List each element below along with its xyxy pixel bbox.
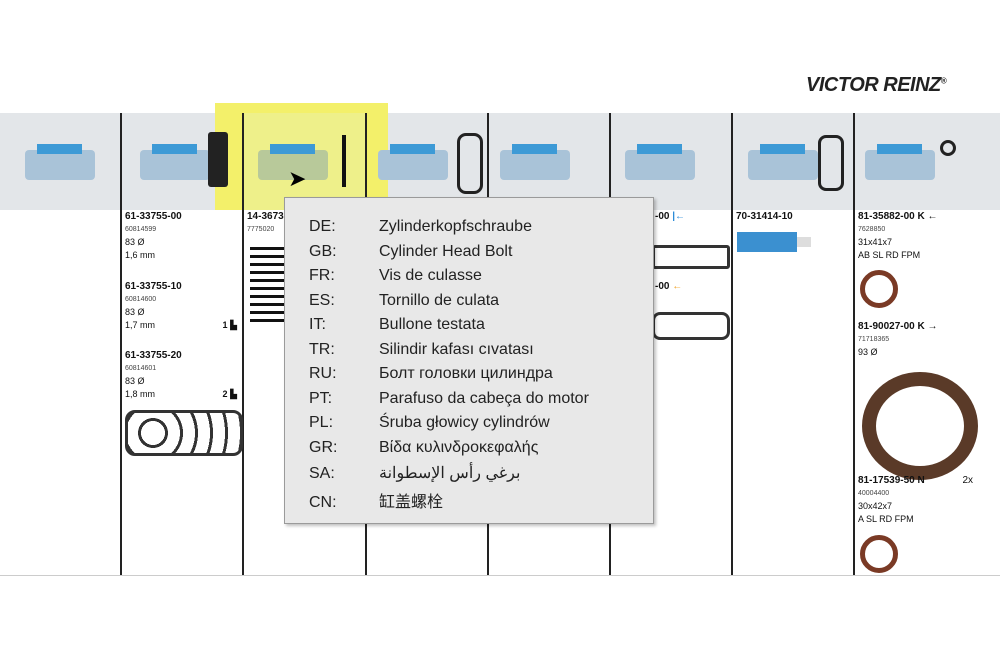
valve-cover-gasket-icon[interactable] <box>378 144 448 180</box>
quantity: 2x <box>962 475 973 486</box>
bolt-image <box>250 247 290 250</box>
tooltip-row: IT:Bullone testata <box>309 316 485 333</box>
oe-reference: 40004400 <box>858 490 890 497</box>
notch-icon: ▙ <box>230 320 237 330</box>
part-number[interactable]: 14-3673 <box>247 211 284 222</box>
head-gasket-icon[interactable] <box>140 144 210 180</box>
cylinder-gasket-icon <box>208 132 228 187</box>
manifold-gasket-image <box>652 245 730 269</box>
oe-reference: 71718365 <box>858 336 890 343</box>
tooltip-row: TR:Silindir kafası cıvatası <box>309 341 534 358</box>
seal-ring-image <box>860 535 898 573</box>
manifold-gasket-item[interactable]: -00 |← <box>655 211 686 222</box>
part-number[interactable]: 61-33755-00 <box>125 211 182 222</box>
head-gasket-item[interactable]: 61-33755-10 60814600 83 Ø 1,7 mm 1 ▙ <box>125 280 237 332</box>
tooltip-row: RU:Болт головки цилиндра <box>309 365 553 382</box>
notch-count: 1 <box>222 320 228 330</box>
shaft-seal-item[interactable]: 81-17539-50 N 2x 40004400 30x42x7 A SL RD… <box>858 474 973 526</box>
tooltip-row: SA:برغي رأس الإسطوانة <box>309 465 521 482</box>
column-divider <box>120 113 122 575</box>
tooltip-row: FR:Vis de culasse <box>309 267 482 284</box>
manifold-gasket-image <box>652 312 730 340</box>
tooltip-row: ES:Tornillo de culata <box>309 292 500 309</box>
oe-reference: 7628850 <box>858 226 886 233</box>
valve-cover-shape-icon <box>457 133 483 194</box>
oil-pan-gasket-icon <box>818 135 844 191</box>
seal-size: 93 Ø <box>858 347 878 357</box>
bore-diameter: 83 Ø <box>125 307 145 317</box>
bolt-image <box>250 295 290 298</box>
brand-logo: VICTOR REINZ® <box>806 74 947 96</box>
oe-reference: 60814599 <box>125 226 157 233</box>
oe-reference: 7775020 <box>247 226 275 233</box>
manifold-gasket-icon[interactable] <box>625 144 695 180</box>
head-gasket-item[interactable]: 61-33755-20 60814601 83 Ø 1,8 mm 2 ▙ <box>125 349 237 401</box>
tooltip-row: GB:Cylinder Head Bolt <box>309 243 513 260</box>
head-gasket-item[interactable]: 61-33755-00 60814599 83 Ø 1,6 mm <box>125 210 237 262</box>
part-number[interactable]: 81-17539-50 N <box>858 475 925 486</box>
part-number[interactable]: 70-31414-10 <box>736 211 793 222</box>
column-divider <box>853 113 855 575</box>
table-bottom-border <box>0 575 1000 576</box>
tooltip-row: PT:Parafuso da cabeça do motor <box>309 390 589 407</box>
bolt-image <box>250 287 290 290</box>
bolt-image <box>250 255 290 258</box>
rear-seal-image <box>862 372 978 480</box>
part-number[interactable]: 81-35882-00 K <box>858 211 925 222</box>
shaft-seal-item[interactable]: 81-90027-00 K → 71718365 93 Ø <box>858 320 938 359</box>
translation-tooltip: DE:Zylinderkopfschraube GB:Cylinder Head… <box>284 197 654 524</box>
seal-ring-image <box>860 270 898 308</box>
head-gasket-image <box>125 410 243 456</box>
manifold-gasket-item[interactable]: -00 ← <box>655 281 683 292</box>
oe-reference: 60814601 <box>125 365 157 372</box>
bolt-image <box>250 271 290 274</box>
tooltip-row: PL:Śruba głowicy cylindrów <box>309 414 550 431</box>
part-number[interactable]: 61-33755-10 <box>125 281 182 292</box>
head-bolt-icon[interactable] <box>258 144 328 180</box>
sealant-icon[interactable] <box>748 144 818 180</box>
bolt-image <box>250 303 290 306</box>
thickness: 1,8 mm <box>125 389 156 399</box>
seal-size: 31x41x7 <box>858 237 893 247</box>
column-divider <box>242 113 244 575</box>
engine-full-gasket-icon[interactable] <box>25 144 95 180</box>
sealant-tube-image <box>737 232 797 252</box>
notch-icon: ▙ <box>230 389 237 399</box>
bolt-image <box>250 319 290 322</box>
thickness: 1,7 mm <box>125 320 156 330</box>
seal-ring-icon <box>940 140 956 156</box>
part-number[interactable]: 81-90027-00 K <box>858 321 925 332</box>
head-bolt-item[interactable]: 14-3673 7775020 <box>247 210 284 236</box>
tooltip-row: CN:缸盖螺栓 <box>309 494 444 511</box>
bolt-image <box>250 311 290 314</box>
bore-diameter: 83 Ø <box>125 237 145 247</box>
notch-count: 2 <box>222 389 228 399</box>
shaft-seal-item[interactable]: 81-35882-00 K ← 7628850 31x41x7 AB SL RD… <box>858 210 938 262</box>
bolt-icon <box>342 135 346 187</box>
sealant-tube-cap <box>797 237 811 247</box>
mouse-cursor-icon: ➤ <box>288 166 307 191</box>
tooltip-row: GR:Βίδα κυλινδροκεφαλής <box>309 439 539 456</box>
arrow-left-icon: ← <box>672 281 683 292</box>
tooltip-row: DE:Zylinderkopfschraube <box>309 218 532 235</box>
arrow-left-icon: ← <box>927 211 938 222</box>
column-divider <box>731 113 733 575</box>
oe-reference: 60814600 <box>125 296 157 303</box>
seal-size: 30x42x7 <box>858 501 893 511</box>
part-number[interactable]: 61-33755-20 <box>125 350 182 361</box>
arrow-right-icon: → <box>927 321 938 332</box>
seal-material: AB SL RD FPM <box>858 250 921 260</box>
bore-diameter: 83 Ø <box>125 376 145 386</box>
seal-material: A SL RD FPM <box>858 514 914 524</box>
valve-seal-icon[interactable] <box>500 144 570 180</box>
shaft-seal-icon[interactable] <box>865 144 935 180</box>
thickness: 1,6 mm <box>125 250 156 260</box>
bolt-image <box>250 279 290 282</box>
arrow-left-icon: |← <box>672 211 686 222</box>
bolt-image <box>250 263 290 266</box>
